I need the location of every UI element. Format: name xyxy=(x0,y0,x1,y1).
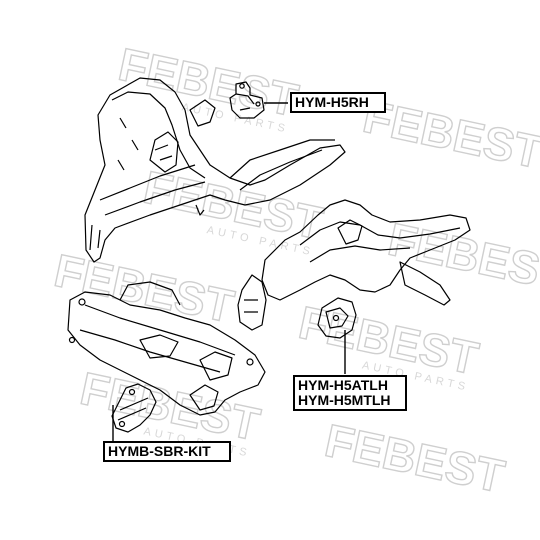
callout-transmission-mount-left[interactable]: HYM-H5ATLH HYM-H5MTLH xyxy=(293,375,407,411)
callout-label-line1: HYM-H5ATLH xyxy=(298,377,388,393)
watermark-brand: FEBEST xyxy=(50,244,238,333)
subframe-drawing xyxy=(67,281,266,416)
engine-mount-right-part xyxy=(229,81,288,119)
callout-rear-mount-kit[interactable]: HYMB-SBR-KIT xyxy=(103,441,231,462)
left-side-member-drawing xyxy=(237,199,471,331)
callout-label: HYM-H5RH xyxy=(295,94,369,110)
transmission-mount-left-part xyxy=(317,297,357,374)
callout-label: HYMB-SBR-KIT xyxy=(108,443,211,459)
right-side-member-drawing xyxy=(84,77,346,263)
rear-mount-kit-part xyxy=(111,383,157,441)
callout-label-line2: HYM-H5MTLH xyxy=(298,392,391,408)
callout-engine-mount-right[interactable]: HYM-H5RH xyxy=(290,92,386,113)
watermark-brand: FEBEST xyxy=(321,414,509,503)
watermark-brand: FEBEST xyxy=(359,90,540,179)
watermark-brand: FEBEST xyxy=(384,213,540,302)
